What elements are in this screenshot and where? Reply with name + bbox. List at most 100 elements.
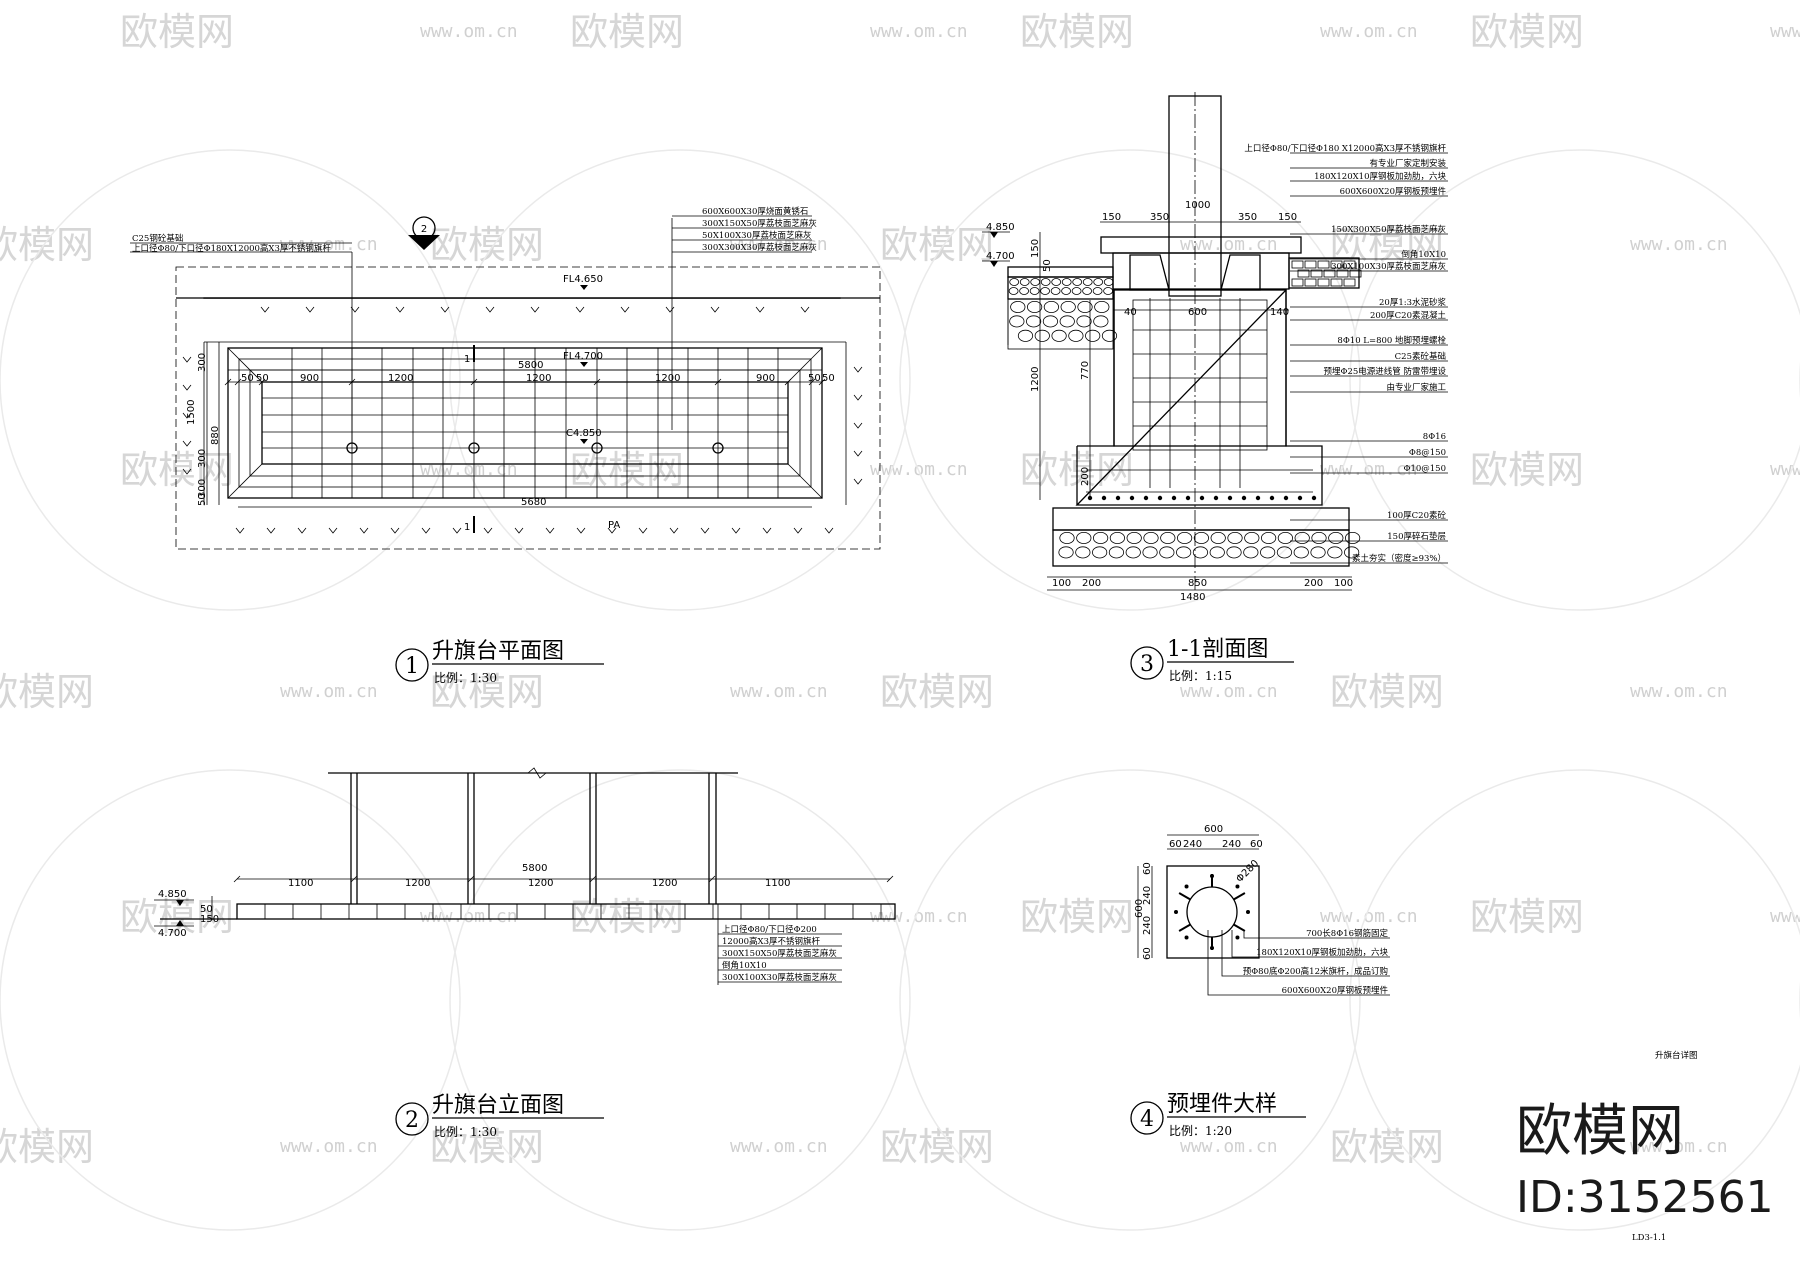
grass-symbol xyxy=(853,450,863,457)
grass-symbol xyxy=(545,527,555,534)
det-left-dim: 60 xyxy=(1142,862,1153,875)
title-num-plan: 1 xyxy=(405,654,419,679)
grass-symbol xyxy=(575,306,585,313)
watermark-brand: 欧模网 xyxy=(430,1125,544,1169)
sec-top-dim: 350 xyxy=(1150,212,1169,223)
sec-bottom-dim: 100 xyxy=(1334,578,1353,589)
watermark-url: www.om.cn xyxy=(730,681,828,702)
plan-left-dim: 300 xyxy=(197,449,208,468)
sec-note: 8Φ16 xyxy=(1423,432,1446,442)
gravel-stone xyxy=(1209,546,1225,559)
gravel-stone xyxy=(1276,546,1293,559)
grass-symbol xyxy=(182,440,192,447)
gravel-stone xyxy=(1009,315,1025,328)
paving-brick xyxy=(1304,278,1317,287)
watermark-url: www.om.cn xyxy=(1770,21,1800,42)
gravel-stone xyxy=(1051,278,1062,286)
brand-logo: 欧模网 ID:3152561 xyxy=(1516,1099,1774,1223)
gravel-stone xyxy=(1293,546,1309,559)
plan-top-dim: 1200 xyxy=(526,373,551,384)
det-height: 600 xyxy=(1134,899,1145,918)
det-note: 700长8Φ16钢筋固定 xyxy=(1306,928,1388,939)
rebar-dot xyxy=(1227,495,1233,501)
det-top-dim: 60 xyxy=(1169,839,1182,850)
gravel-stone xyxy=(1042,315,1059,328)
sec-note: 300X100X30厚荔枝面芝麻灰 xyxy=(1331,261,1446,272)
sec-note: C25素砼基础 xyxy=(1395,351,1446,362)
det-note: 180X120X10厚钢板加劲肋，六块 xyxy=(1256,947,1388,958)
watermark-brand: 欧模网 xyxy=(120,895,234,939)
watermark-brand: 欧模网 xyxy=(570,895,684,939)
anchor-bolt xyxy=(1235,884,1240,889)
gravel-stone xyxy=(1092,287,1103,295)
watermark-brand: 欧模网 xyxy=(0,670,94,714)
anchor-bolt xyxy=(1246,910,1250,914)
gravel-stone xyxy=(1103,287,1113,295)
watermark-brand: 欧模网 xyxy=(1330,223,1444,267)
watermark-url: www.om.cn xyxy=(1770,906,1800,927)
elev-note: 12000高X3厚不锈钢旗杆 xyxy=(722,936,820,947)
grass-symbol xyxy=(731,527,741,534)
sec-note: 有专业厂家定制安装 xyxy=(1369,158,1446,169)
gravel-stone xyxy=(1061,278,1072,286)
dim-tick xyxy=(808,378,816,386)
leader xyxy=(1207,930,1390,996)
sec-mid-dim: 600 xyxy=(1188,307,1207,318)
gravel-stone xyxy=(1072,278,1083,286)
gravel-stone xyxy=(1093,315,1109,328)
gravel-stone xyxy=(1142,546,1158,559)
gravel-stone xyxy=(1093,532,1109,545)
grass-symbol xyxy=(700,527,710,534)
sec-top-dim: 1000 xyxy=(1185,200,1210,211)
gravel-stone xyxy=(1094,300,1110,313)
gravel-stone xyxy=(1077,300,1093,313)
sec-top-dim: 150 xyxy=(1102,212,1121,223)
grass-symbol xyxy=(485,306,495,313)
watermark-arc xyxy=(0,769,461,1231)
watermark-url: www.om.cn xyxy=(1180,681,1278,702)
gravel-stone xyxy=(1294,532,1310,545)
sec-note: 上口径Φ80/下口径Φ180 X12000高X3厚不锈钢旗杆 xyxy=(1244,143,1446,154)
grass-symbol xyxy=(328,527,338,534)
grass-symbol xyxy=(824,527,834,534)
dim-tick xyxy=(818,378,826,386)
paving-brick xyxy=(1343,278,1356,287)
grass-symbol xyxy=(853,422,863,429)
gravel-stone xyxy=(1059,532,1075,545)
elev-level-4850: 4.850 xyxy=(158,889,187,900)
plan-note: 600X600X30厚烧面黄锈石 xyxy=(702,206,808,217)
sec-left-dim: 770 xyxy=(1080,361,1091,380)
gravel-stone xyxy=(1192,546,1209,559)
plan-top-dim: 50 xyxy=(241,373,254,384)
gravel-stone xyxy=(1082,287,1092,295)
sec-left-dim: 50 xyxy=(1042,259,1053,272)
gravel-stone xyxy=(1143,532,1159,545)
grass-symbol xyxy=(182,468,192,475)
grass-symbol xyxy=(235,527,245,534)
watermark-url: www.om.cn xyxy=(1320,21,1418,42)
plan-level-fl4700: FL4.700 xyxy=(563,351,603,362)
grass-symbol xyxy=(305,306,315,313)
stiffener-rib xyxy=(1233,923,1246,932)
grass-symbol xyxy=(350,306,360,313)
sec-note: 200厚C20素混凝土 xyxy=(1370,310,1447,321)
gravel-stone xyxy=(1009,278,1020,286)
gravel-stone xyxy=(1160,532,1176,545)
dim-tick xyxy=(708,875,716,883)
scale-plan: 比例：1:30 xyxy=(434,671,497,685)
watermark-arc xyxy=(1349,149,1800,611)
plan-cut-mark-bottom: 1 xyxy=(464,522,470,533)
grass-symbol xyxy=(297,527,307,534)
title-block-detail: 4 预埋件大样 比例：1:20 xyxy=(1130,1092,1306,1138)
sec-note: Φ10@150 xyxy=(1403,464,1446,474)
elev-dim: 1200 xyxy=(528,878,553,889)
sec-note: 由专业厂家施工 xyxy=(1386,382,1446,393)
stiffener-rib xyxy=(1233,892,1246,901)
gravel-stone xyxy=(1010,300,1026,313)
plan-left-dim: 50 xyxy=(197,493,208,506)
sec-total-bottom: 1480 xyxy=(1180,592,1205,603)
watermark-url: www.om.cn xyxy=(1180,234,1278,255)
watermark-url: www.om.cn xyxy=(280,1136,378,1157)
rebar-dot xyxy=(1199,495,1205,501)
